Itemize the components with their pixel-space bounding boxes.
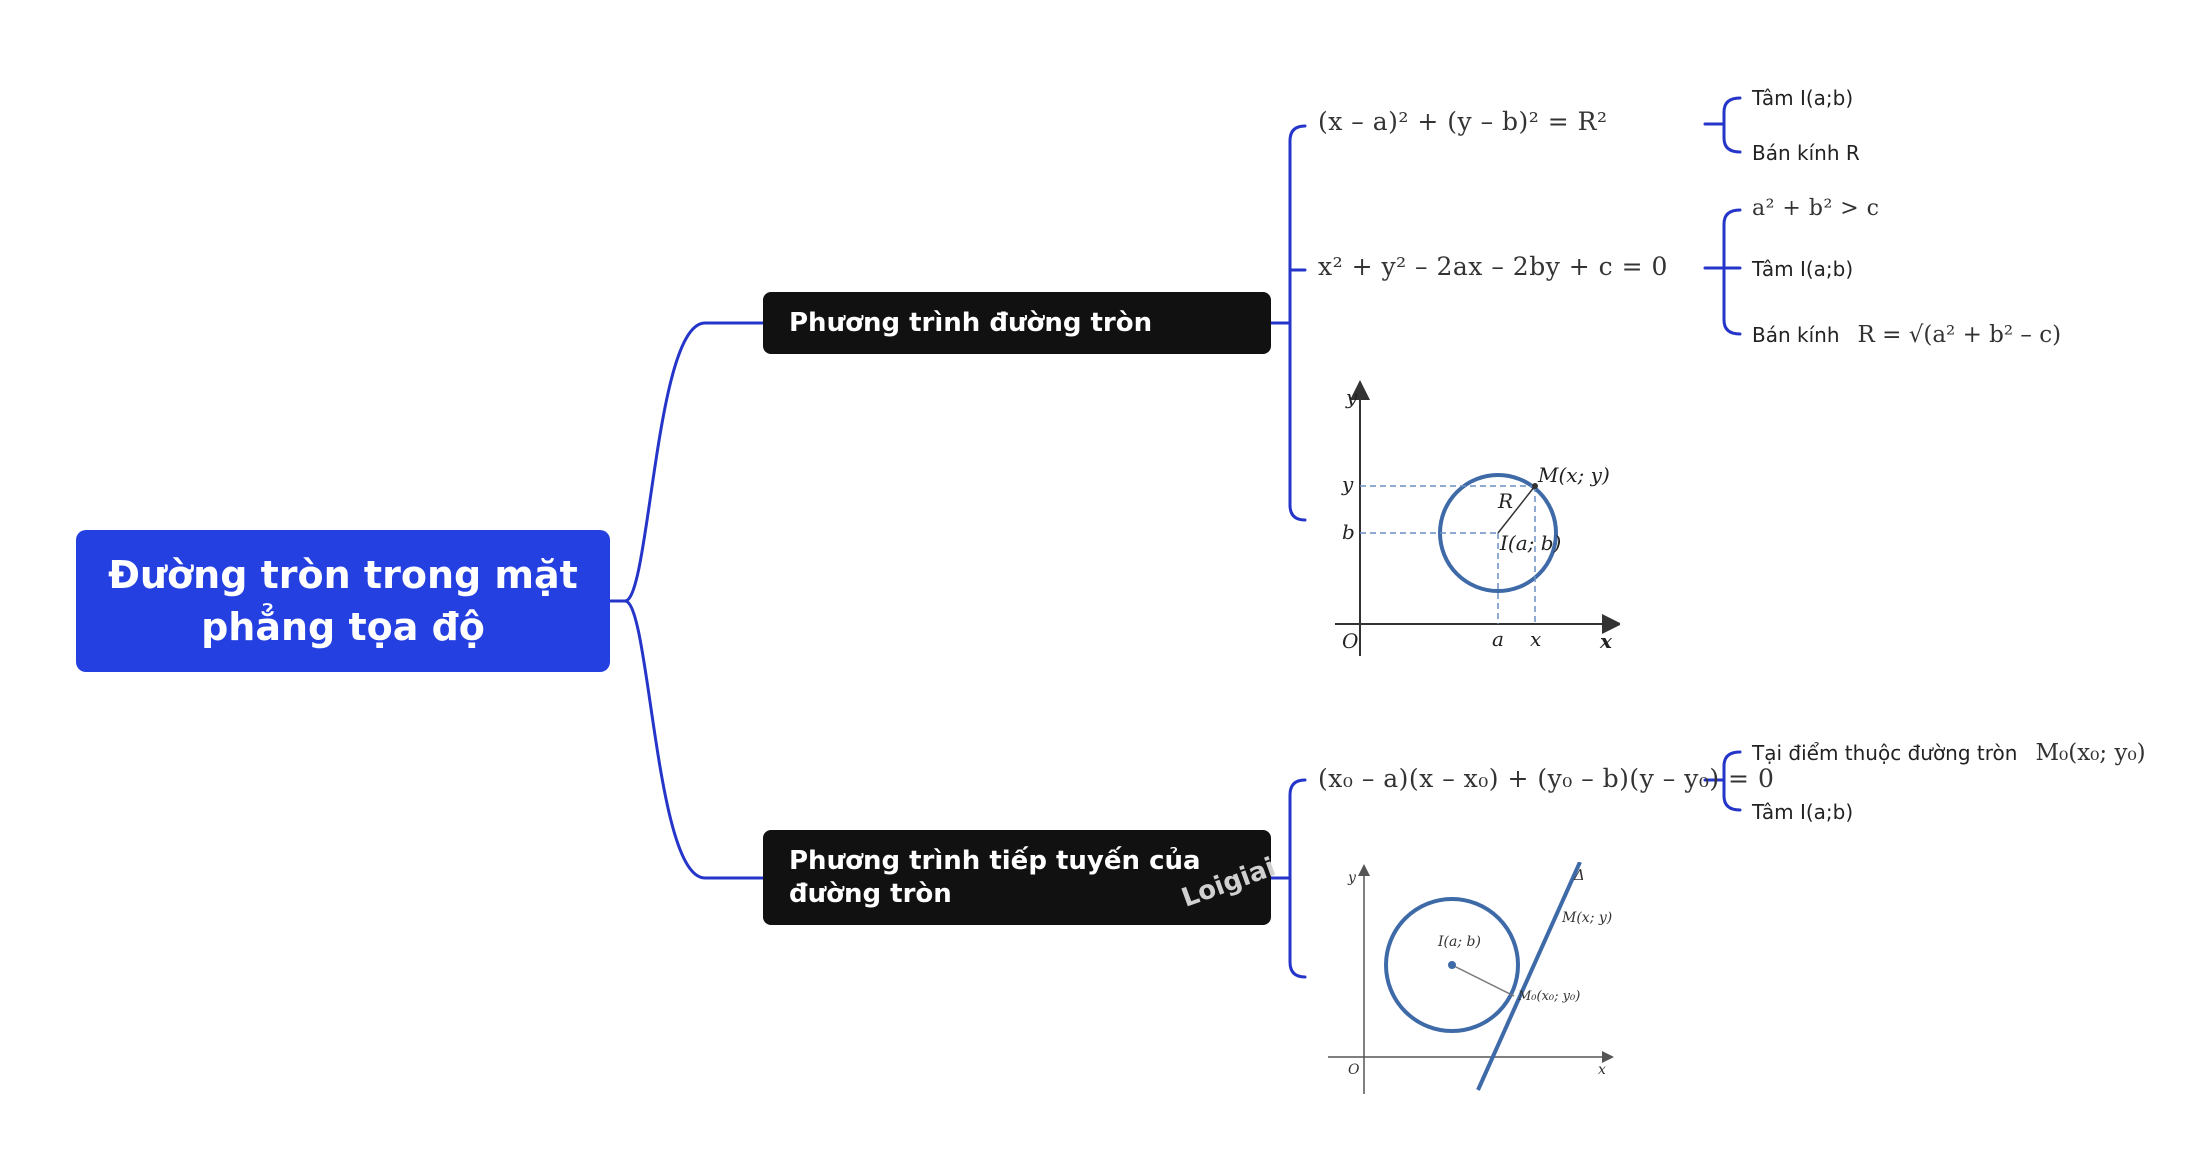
radius-line (1451, 964, 1515, 997)
label-y-axis: y (1347, 870, 1357, 886)
label-y-axis: y (1345, 385, 1358, 409)
connector-root-branch2 (608, 599, 765, 880)
label-y-value: y (1341, 472, 1354, 496)
leaf-center: Tâm I(a;b) (1752, 257, 1854, 281)
connector-branch2-bracket (1269, 778, 1307, 979)
branch-label: Phương trình tiếp tuyến của đường tròn (789, 845, 1201, 909)
branch-node-circle-equation[interactable]: Phương trình đường tròn (763, 292, 1271, 354)
leaf-point-on-circle: Tại điểm thuộc đường tròn M₀(x₀; y₀) (1752, 740, 2146, 766)
label-center: I(a; b) (1437, 934, 1481, 950)
label-origin: O (1348, 1062, 1360, 1078)
branch-label: Phương trình đường tròn (789, 307, 1153, 338)
label-radius: R (1497, 489, 1513, 513)
leaf-condition: a² + b² > c (1752, 196, 1880, 221)
label-x-value: x (1530, 627, 1541, 651)
label-b: b (1342, 520, 1355, 544)
label-point-m: M(x; y) (1561, 910, 1612, 926)
label-origin: O (1342, 629, 1358, 653)
equation-tangent: (x₀ – a)(x – x₀) + (y₀ – b)(y – y₀) = 0 (1318, 764, 1775, 793)
tangent-line (1476, 862, 1582, 1091)
root-title: Đường tròn trong mặt phẳng tọa độ (108, 553, 578, 649)
root-node[interactable]: Đường tròn trong mặt phẳng tọa độ (76, 530, 610, 672)
leaf-center: Tâm I(a;b) (1752, 86, 1854, 110)
tangent-figure: y O x Δ M(x; y) I(a; b) M₀(x₀; y₀) (1328, 862, 1614, 1094)
leaf-radius-label: Bán kính (1752, 323, 1840, 347)
branch-node-tangent-equation[interactable]: Phương trình tiếp tuyến của đường tròn (763, 830, 1271, 925)
circle (1384, 897, 1520, 1033)
leaf-radius: Bán kính R (1752, 141, 1860, 165)
radius-line (1497, 485, 1536, 534)
leaf-point-label: Tại điểm thuộc đường tròn (1752, 741, 2018, 765)
point-formula: M₀(x₀; y₀) (2035, 740, 2146, 766)
connector-branch1-bracket (1269, 124, 1307, 522)
circle-figure: y y b O a x x M(x; y) R I(a; b) (1335, 380, 1620, 656)
leaf-radius: Bán kính R = √(a² + b² – c) (1752, 322, 2061, 348)
label-center: I(a; b) (1499, 531, 1561, 555)
label-x-axis: x (1598, 1062, 1606, 1078)
leaf-center: Tâm I(a;b) (1752, 800, 1854, 824)
radius-formula: R = √(a² + b² – c) (1857, 322, 2062, 348)
label-point-m: M(x; y) (1537, 463, 1610, 487)
label-delta: Δ (1573, 866, 1585, 884)
equation-standard-form: (x – a)² + (y – b)² = R² (1318, 107, 1608, 136)
connector-root-branch1 (608, 321, 765, 603)
center-point (1448, 961, 1456, 969)
label-x-axis: x (1599, 629, 1613, 653)
connector-eq3-bracket (1703, 750, 1742, 812)
equation-general-form: x² + y² – 2ax – 2by + c = 0 (1318, 252, 1668, 281)
connector-eq1-bracket (1703, 96, 1742, 154)
label-point-m0: M₀(x₀; y₀) (1517, 989, 1580, 1004)
label-a: a (1492, 627, 1504, 651)
connector-eq2-bracket (1703, 208, 1742, 336)
